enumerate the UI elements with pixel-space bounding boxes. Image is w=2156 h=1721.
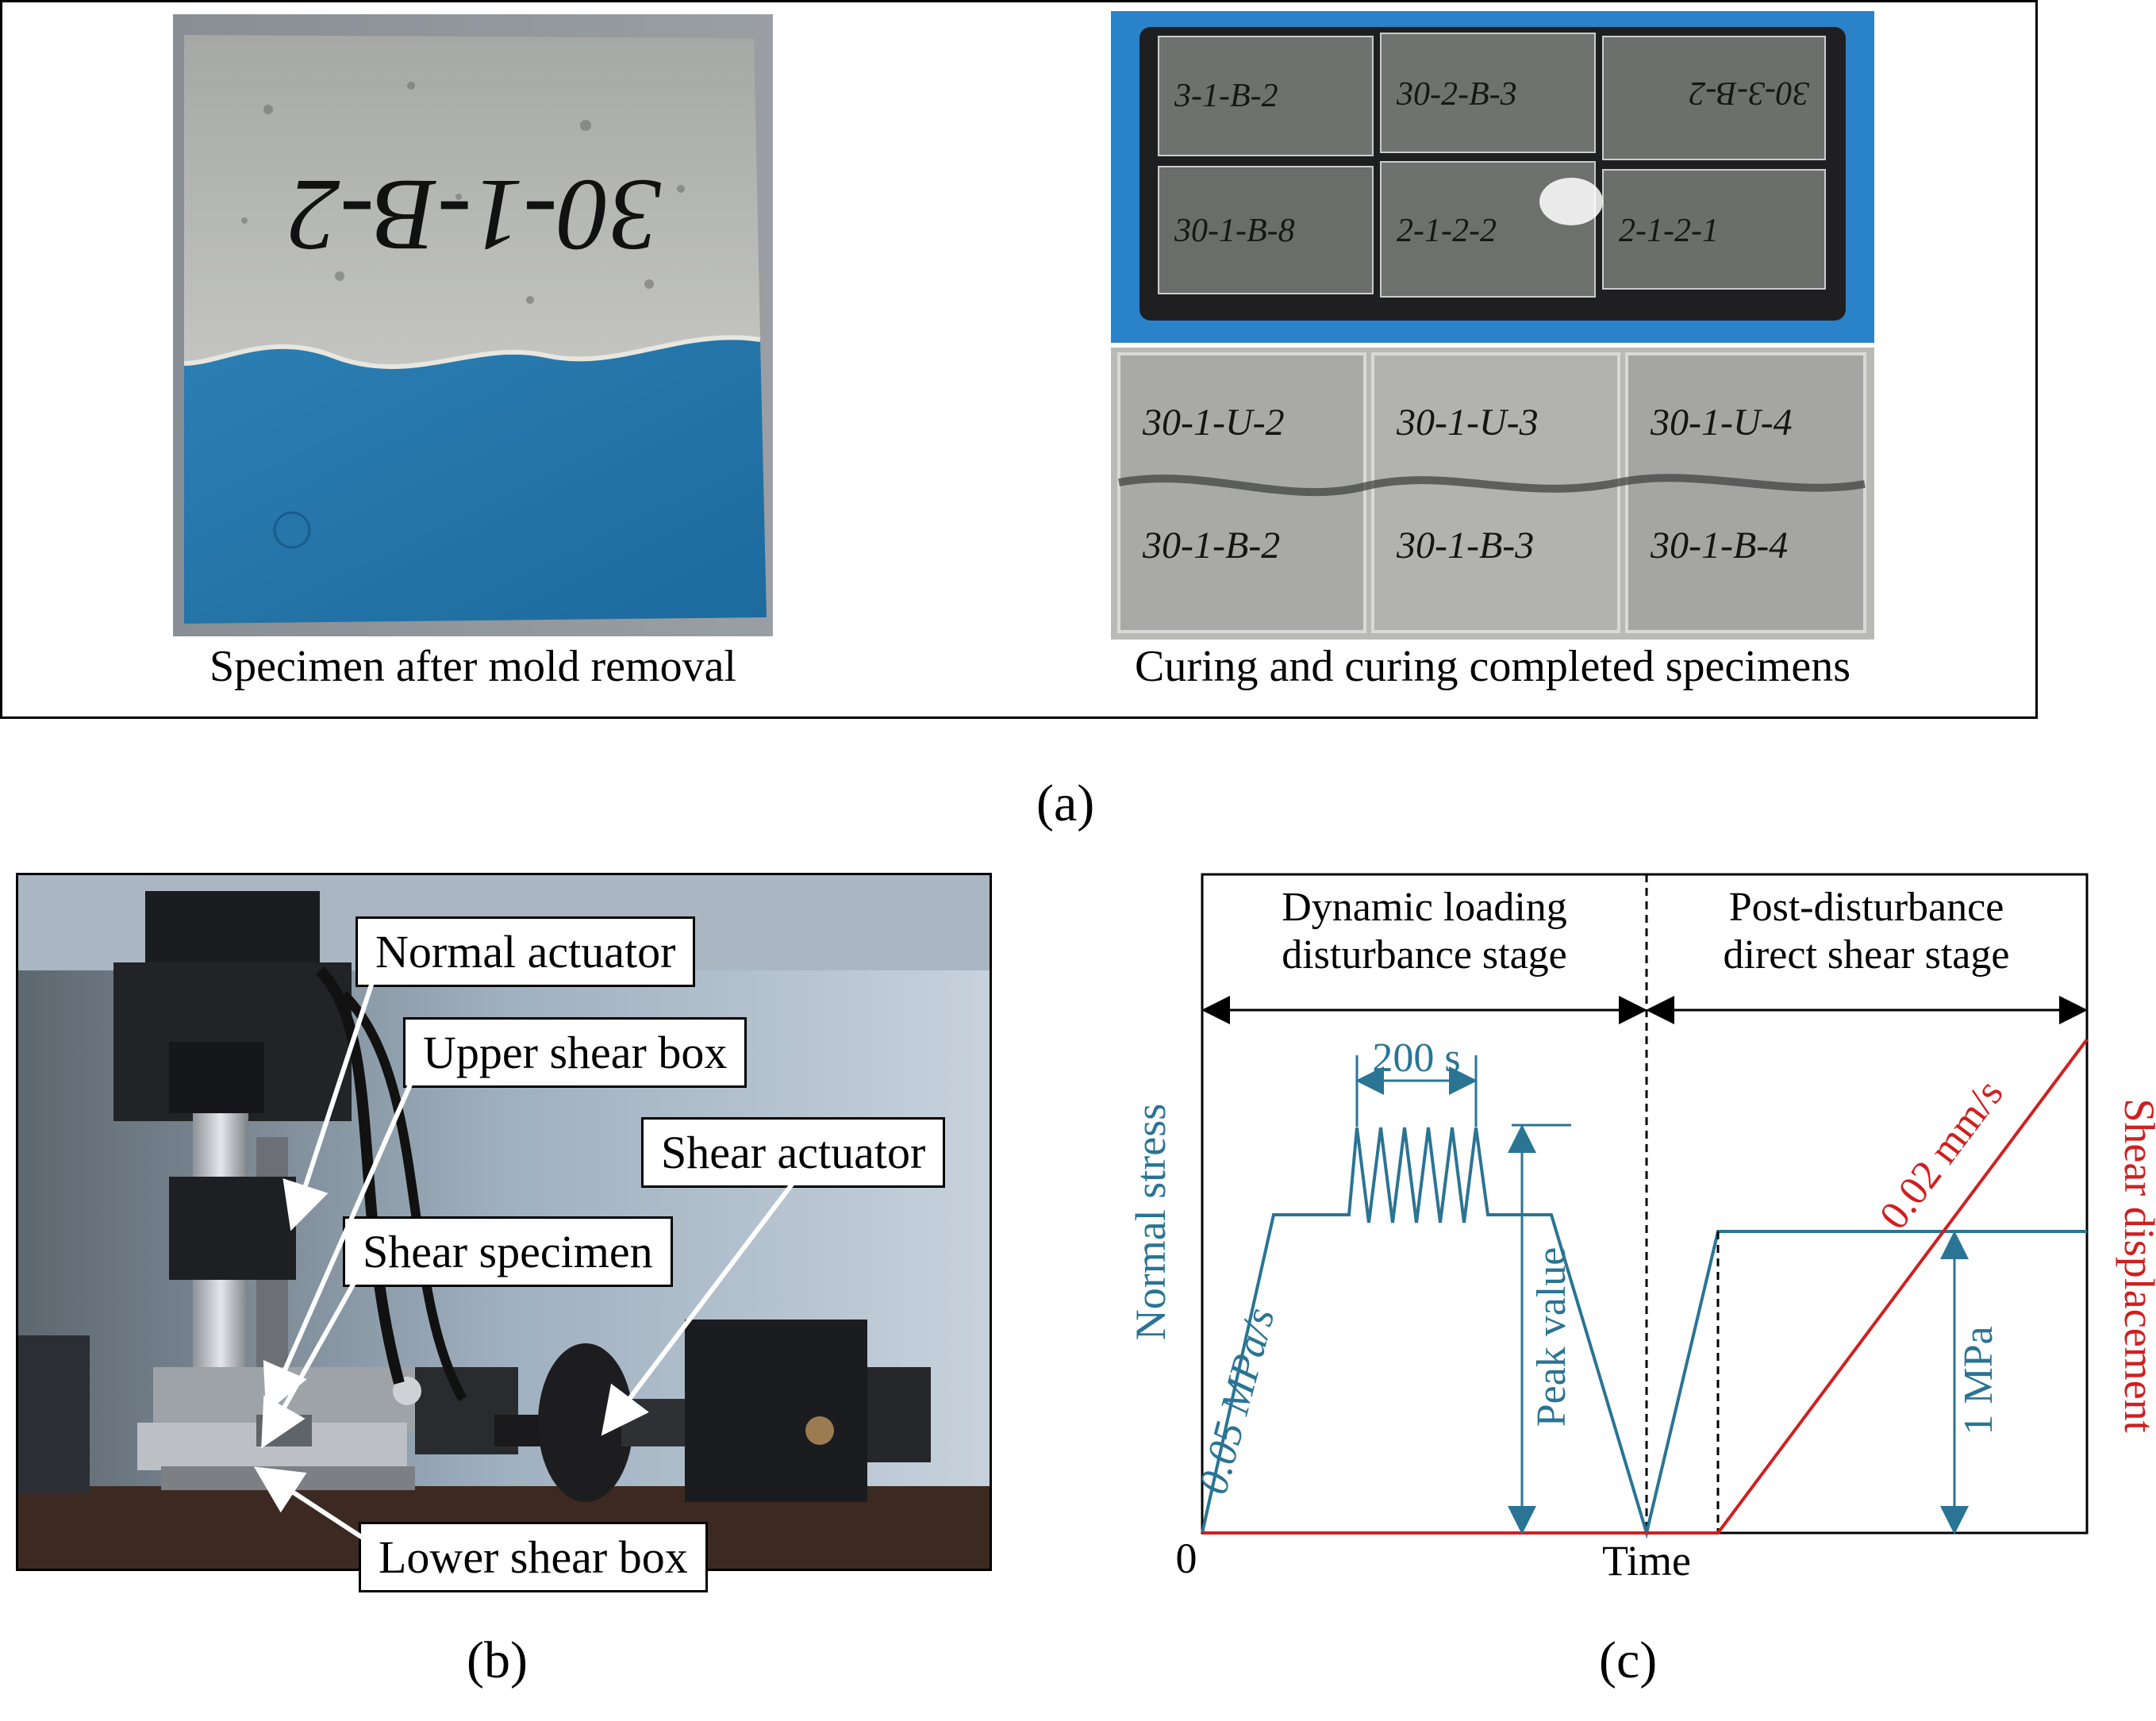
y-axis-right-label: Shear displacement	[2116, 1098, 2156, 1432]
specimen-marking: 30-1-B-2	[288, 158, 661, 272]
shear-displacement-series	[1202, 1038, 2089, 1535]
cured-specimens-photo: 30-1-U-2 30-1-U-3 30-1-U-4 30-1-B-2 30-1…	[1111, 348, 1874, 640]
curing-tray-photo: 3-1-B-2 30-2-B-3 30-3-B-2 30-1-B-8 2-1-2…	[1111, 11, 1874, 343]
tray-marking-6: 2-1-2-1	[1619, 213, 1719, 249]
shear-rate-label: 0.02 mm/s	[1871, 1071, 2012, 1238]
panel-label-c: (c)	[1599, 1631, 1658, 1689]
panel-label-b: (b)	[467, 1631, 528, 1689]
normal-stress-series	[1201, 1127, 2087, 1539]
arrow-lower-shear-box	[253, 1466, 367, 1542]
specimen-marking-u3: 30-1-U-3	[1396, 401, 1539, 444]
y-axis-left-label: Normal stress	[1127, 1104, 1174, 1340]
callout-shear-actuator: Shear actuator	[641, 1117, 946, 1188]
stage-1-label-line2: disturbance stage	[1282, 932, 1567, 978]
arrow-upper-shear-box	[263, 1078, 415, 1413]
loading-path-chart: Dynamic loading disturbance stage Post-d…	[1127, 873, 2156, 1585]
specimen-marking-b2: 30-1-B-2	[1142, 524, 1280, 567]
normal-stress-level-label: 1 MPa	[1956, 1326, 2001, 1435]
specimen-marking-b4: 30-1-B-4	[1650, 524, 1788, 567]
callout-upper-shear-box: Upper shear box	[403, 1017, 747, 1088]
caption-specimen-after-mold-removal: Specimen after mold removal	[209, 642, 736, 691]
caption-curing-specimens: Curing and curing completed specimens	[1135, 642, 1850, 691]
panel-label-a: (a)	[1036, 774, 1095, 832]
panel-a-frame: 30-1-B-2 Specimen after mold removal 3-1…	[0, 0, 2038, 719]
peak-value-label: Peak value	[1529, 1247, 1574, 1427]
panel-b-arrows	[253, 979, 796, 1542]
specimen-marking-b3: 30-1-B-3	[1396, 524, 1534, 567]
stage-2-label-line2: direct shear stage	[1724, 932, 2010, 978]
arrow-shear-actuator	[601, 1181, 796, 1436]
tray-marking-4: 30-1-B-8	[1174, 213, 1295, 249]
callout-normal-actuator: Normal actuator	[355, 916, 696, 987]
origin-label: 0	[1176, 1535, 1197, 1582]
tray-marking-1: 3-1-B-2	[1174, 78, 1278, 114]
callout-lower-shear-box: Lower shear box	[359, 1522, 708, 1592]
specimen-photo: 30-1-B-2	[173, 14, 773, 636]
arrow-shear-specimen	[261, 1276, 359, 1449]
tray-marking-3: 30-3-B-2	[1689, 75, 1810, 111]
stage-2-label-line1: Post-disturbance	[1729, 885, 2004, 930]
x-axis-label: Time	[1602, 1537, 1691, 1585]
loading-rate-label: 0.05 MPa/s	[1191, 1304, 1284, 1499]
specimen-marking-u2: 30-1-U-2	[1142, 401, 1285, 444]
specimen-marking-u4: 30-1-U-4	[1650, 401, 1793, 444]
stage-1-label-line1: Dynamic loading	[1282, 885, 1567, 930]
callout-shear-specimen: Shear specimen	[343, 1216, 673, 1287]
tray-marking-5: 2-1-2-2	[1397, 213, 1497, 249]
arrow-normal-actuator	[282, 979, 375, 1231]
tray-marking-2: 30-2-B-3	[1396, 76, 1517, 113]
period-label: 200 s	[1372, 1035, 1460, 1081]
